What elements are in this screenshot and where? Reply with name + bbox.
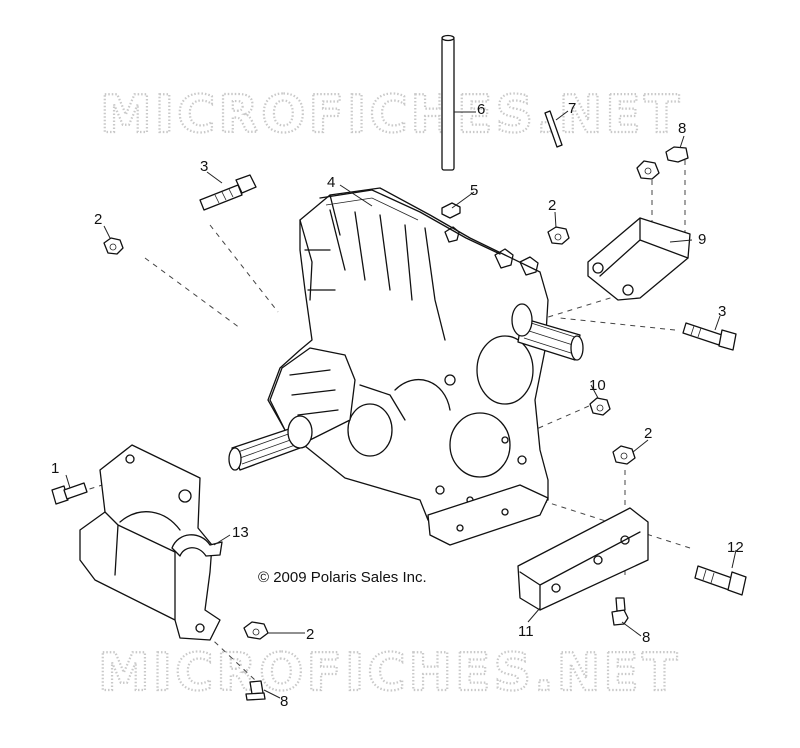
plug [441, 202, 461, 219]
gearcase-assembly [267, 187, 549, 546]
flange-bolt-right [611, 597, 629, 626]
callout-10: 10 [589, 377, 606, 394]
flange-bolt-top [665, 146, 689, 163]
callout-8-bottom: 8 [280, 693, 288, 710]
callout-11: 11 [518, 623, 534, 640]
callout-4: 4 [327, 174, 335, 191]
clip [171, 534, 223, 557]
callout-5: 5 [470, 182, 478, 199]
watermark-bottom: MICROFICHES.NET [98, 643, 680, 703]
nut-right-bracket [612, 445, 636, 465]
lower-mount-bracket [517, 507, 649, 611]
callout-3-bolt-upper: 3 [200, 158, 208, 175]
callout-2-nut-left: 2 [94, 211, 102, 228]
callout-1: 1 [51, 460, 59, 477]
nut-10 [589, 397, 611, 416]
bolt-12 [694, 565, 747, 596]
nut-part8-top [636, 160, 660, 180]
right-output-shaft [511, 303, 584, 361]
callout-7: 7 [568, 100, 576, 117]
callout-3-bolt-right: 3 [718, 303, 726, 320]
leader-lines [65, 110, 737, 699]
copyright-notice: © 2009 Polaris Sales Inc. [258, 569, 427, 586]
upper-mount-bracket [587, 217, 691, 301]
callout-13: 13 [232, 524, 249, 541]
callout-8-top: 8 [678, 120, 686, 137]
flange-bolt-bottom [245, 680, 266, 701]
bolt-right [682, 322, 737, 351]
callout-2-nut-center: 2 [548, 197, 556, 214]
bolt-1 [51, 482, 88, 505]
left-output-shaft [228, 415, 313, 471]
callout-6: 6 [477, 101, 485, 118]
callout-9: 9 [698, 231, 706, 248]
callout-2-nut-bottom: 2 [306, 626, 314, 643]
callout-2-nut-right: 2 [644, 425, 652, 442]
nut-bottom [243, 621, 269, 640]
pin [544, 110, 563, 148]
nut-left [103, 237, 124, 255]
watermark-top: MICROFICHES.NET [100, 85, 682, 145]
callout-labels: 1 2 2 2 2 3 3 4 5 6 7 8 8 8 9 10 11 12 1… [51, 100, 744, 710]
bolt-upper-left [199, 174, 257, 211]
dowel-rod [441, 34, 455, 171]
nut-center [547, 226, 570, 245]
callout-8-right: 8 [642, 629, 650, 646]
callout-12: 12 [727, 539, 744, 556]
left-mount-bracket [79, 444, 221, 641]
